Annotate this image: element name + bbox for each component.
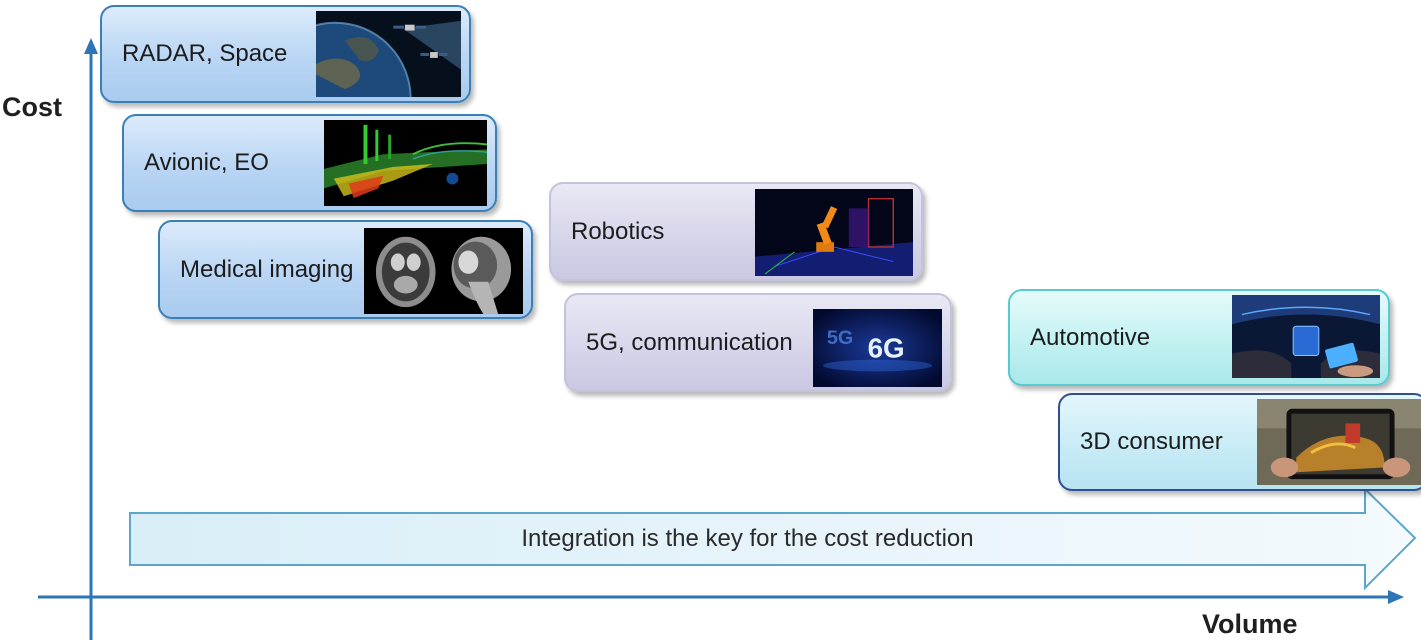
card-label: Medical imaging — [180, 255, 354, 283]
card-label: Automotive — [1030, 323, 1151, 351]
robot-arm-image — [755, 189, 913, 276]
x-axis-arrowhead — [1388, 590, 1404, 604]
satellite-earth-image — [316, 11, 461, 97]
card-automotive: Automotive — [1008, 289, 1390, 386]
x-axis-label: Volume — [1202, 609, 1298, 639]
integration-arrow-shape — [129, 486, 1417, 591]
car-interior-image — [1232, 295, 1380, 378]
lidar-pointcloud-image — [324, 120, 487, 206]
logo-5g-text: 5G — [827, 327, 853, 349]
card-robotics: Robotics — [549, 182, 923, 281]
card-medical-imaging: Medical imaging — [158, 220, 533, 319]
y-axis-arrowhead — [84, 38, 98, 54]
card-label: 5G, communication — [586, 328, 793, 356]
card-label: RADAR, Space — [122, 40, 288, 67]
card-label: Avionic, EO — [144, 149, 269, 176]
y-axis-label: Cost — [2, 92, 62, 122]
5g-6g-logo-image: 5G 6G — [813, 309, 942, 387]
integration-arrow-text: Integration is the key for the cost redu… — [521, 525, 974, 552]
card-label: 3D consumer — [1080, 428, 1223, 455]
logo-6g-text: 6G — [868, 333, 905, 364]
card-label: Robotics — [571, 217, 665, 245]
card-radar-space: RADAR, Space — [100, 5, 471, 103]
tablet-ar-image — [1257, 399, 1421, 485]
card-3d-consumer: 3D consumer — [1058, 393, 1421, 491]
card-avionic-eo: Avionic, EO — [122, 114, 497, 212]
mri-scan-image — [364, 228, 523, 314]
card-5g-communication: 5G, communication 5G 6G — [564, 293, 952, 392]
